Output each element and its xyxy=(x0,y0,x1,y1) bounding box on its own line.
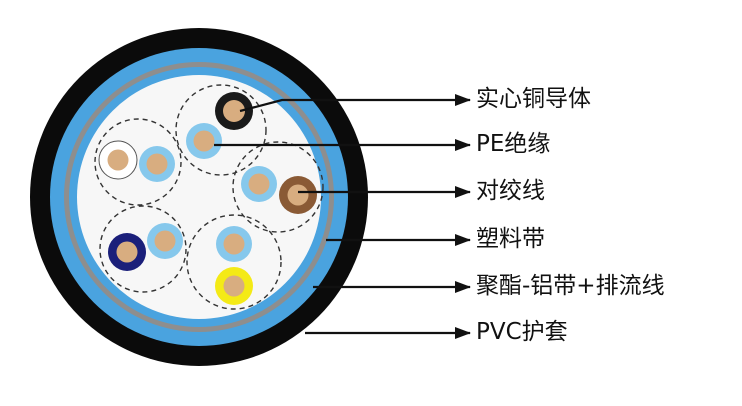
conductor-brown xyxy=(279,176,317,214)
leader-arrows xyxy=(214,94,471,339)
pair-outline-bottom-left xyxy=(99,205,187,293)
twisted-pair-outlines xyxy=(94,84,324,310)
label-pvc-jacket: PVC护套 xyxy=(476,319,568,345)
pair-outline-right xyxy=(232,141,324,233)
pair-outline-left xyxy=(94,118,182,206)
label-plastic-tape: 塑料带 xyxy=(476,226,545,252)
label-twisted-pair: 对绞线 xyxy=(476,178,545,204)
arrow-solid-copper-conductor xyxy=(239,94,471,113)
conductor-light-blue-top xyxy=(186,123,222,159)
conductor-light-blue-right xyxy=(241,166,277,202)
pair-outline-bottom-right xyxy=(186,214,282,310)
label-pe-insulation: PE绝缘 xyxy=(476,131,551,157)
conductor-black xyxy=(215,92,253,130)
conductor-white xyxy=(98,140,138,180)
conductor-light-blue-left xyxy=(139,146,175,182)
label-solid-copper-conductor: 实心铜导体 xyxy=(476,86,591,112)
conductor-yellow xyxy=(215,267,253,305)
pair-outline-top xyxy=(175,84,267,176)
conductor-light-blue-bottom-right xyxy=(216,226,252,262)
conductor-light-blue-bottom-left xyxy=(147,223,183,259)
label-polyester-aluminum-tape-drain-wire: 聚酯-铝带+排流线 xyxy=(476,273,665,299)
conductor-dark-blue xyxy=(108,233,146,271)
